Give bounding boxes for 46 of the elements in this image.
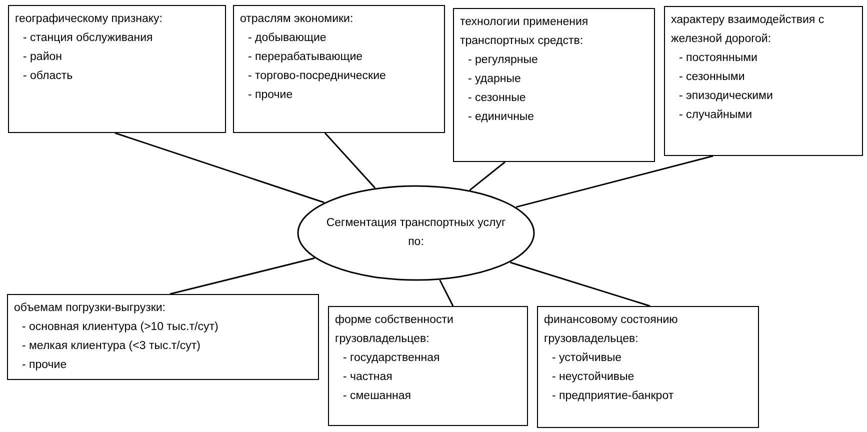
list-item: - государственная [342,351,441,366]
list-item: - прочие [21,358,68,373]
category-box [8,5,226,133]
list-item: - единичные [467,110,536,125]
category-box [233,5,445,133]
list-item: - регулярные [467,53,539,68]
category-box [453,8,655,162]
list-item: - область [22,69,74,84]
connector-line [510,262,650,307]
list-item: - эпизодическими [678,89,774,104]
category-heading: финансовому состоянию грузовладельцев: [544,313,679,347]
list-item: - район [22,50,63,65]
node-title: Сегментация транспортных услуг по: [325,216,507,250]
category-heading: форме собственности грузовладельцев: [335,313,454,347]
list-item: - предприятие-банкрот [551,389,675,404]
list-item: - сезонные [467,91,527,106]
category-heading: объемам погрузки-выгрузки: [14,301,166,316]
category-heading: отраслям экономики: [240,12,354,27]
list-item: - частная [342,370,394,385]
category-box [7,294,319,380]
list-item: - смешанная [342,389,412,404]
list-item: - торгово-посреднические [247,69,387,84]
list-item: - мелкая клиентура (<3 тыс.т/сут) [21,339,202,354]
connector-line [439,280,454,306]
connector-line [324,132,376,188]
list-item: - добывающие [247,31,328,46]
category-heading: характеру взаимодействия с железной дорогой: [671,13,826,47]
category-box [328,306,528,426]
connector-line [114,132,324,204]
list-item: - неустойчивые [551,370,636,385]
list-item: - устойчивые [551,351,623,366]
category-box [664,6,863,156]
list-item: - ударные [467,72,522,87]
connector-line [469,161,506,191]
list-item: - случайными [678,108,753,123]
list-item: - перерабатывающие [247,50,364,65]
category-box [537,306,759,428]
list-item: - станция обслуживания [22,31,154,46]
category-heading: технологии применения транспортных средств: [460,15,590,49]
category-heading: географическому признаку: [15,12,164,27]
list-item: - сезонными [678,70,746,85]
connector-line [516,155,714,208]
list-item: - прочие [247,88,294,103]
list-item: - основная клиентура (>10 тыс.т/сут) [21,320,220,335]
connector-line [170,257,315,295]
list-item: - постоянными [678,51,758,66]
